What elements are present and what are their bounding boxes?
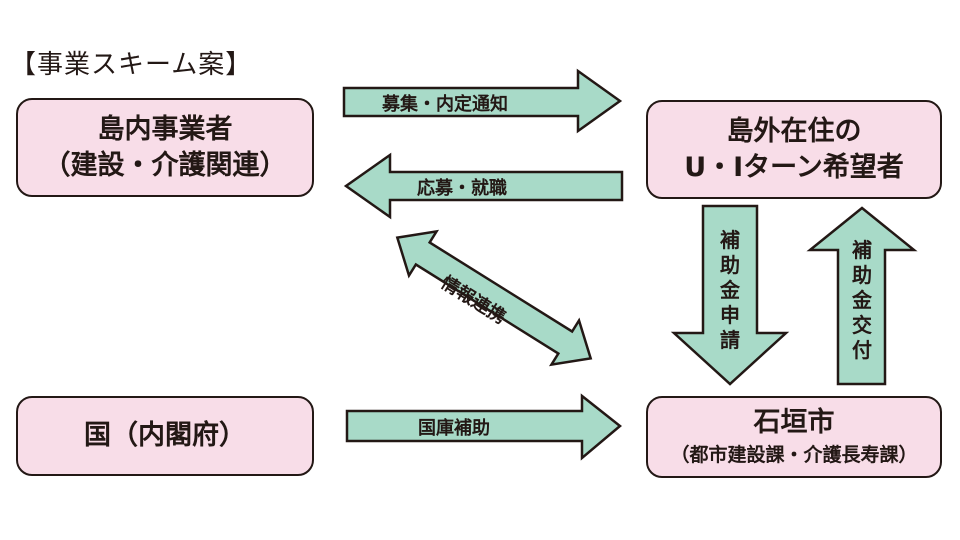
arrow-apply — [343, 152, 624, 220]
ui-turn-line1: 島外在住の — [726, 115, 862, 147]
city-departments: （都市建設課・介護長寿課） — [670, 444, 918, 466]
arrow-national-subsidy — [345, 393, 622, 461]
ui-turn-applicant-box: 島外在住の U・Iターン希望者 — [646, 100, 942, 199]
local-business-name: 島内事業者 — [97, 113, 233, 145]
arrow-subsidy-apply — [670, 204, 790, 386]
arrow-apply-label: 応募・就職 — [417, 178, 507, 199]
city-name: 石垣市 — [753, 407, 835, 438]
arrow-recruit-label: 募集・内定通知 — [382, 94, 508, 115]
diagram-title: 【事業スキーム案】 — [10, 50, 253, 80]
arrow-subsidy-apply-label: 補助金申請 — [720, 228, 740, 352]
ui-turn-line2: U・Iターン希望者 — [684, 151, 904, 183]
arrow-national-subsidy-label: 国庫補助 — [418, 418, 490, 439]
local-business-sectors: （建設・介護関連） — [43, 149, 287, 181]
ishigaki-city-box: 石垣市 （都市建設課・介護長寿課） — [646, 396, 942, 478]
national-government-name: 国（内閣府） — [84, 420, 246, 451]
arrow-info — [395, 229, 593, 367]
arrow-subsidy-grant — [806, 206, 918, 386]
arrow-subsidy-grant-label: 補助金交付 — [852, 238, 872, 362]
national-government-box: 国（内閣府） — [16, 396, 314, 476]
arrow-recruit — [342, 68, 623, 134]
local-business-box: 島内事業者 （建設・介護関連） — [16, 98, 314, 197]
